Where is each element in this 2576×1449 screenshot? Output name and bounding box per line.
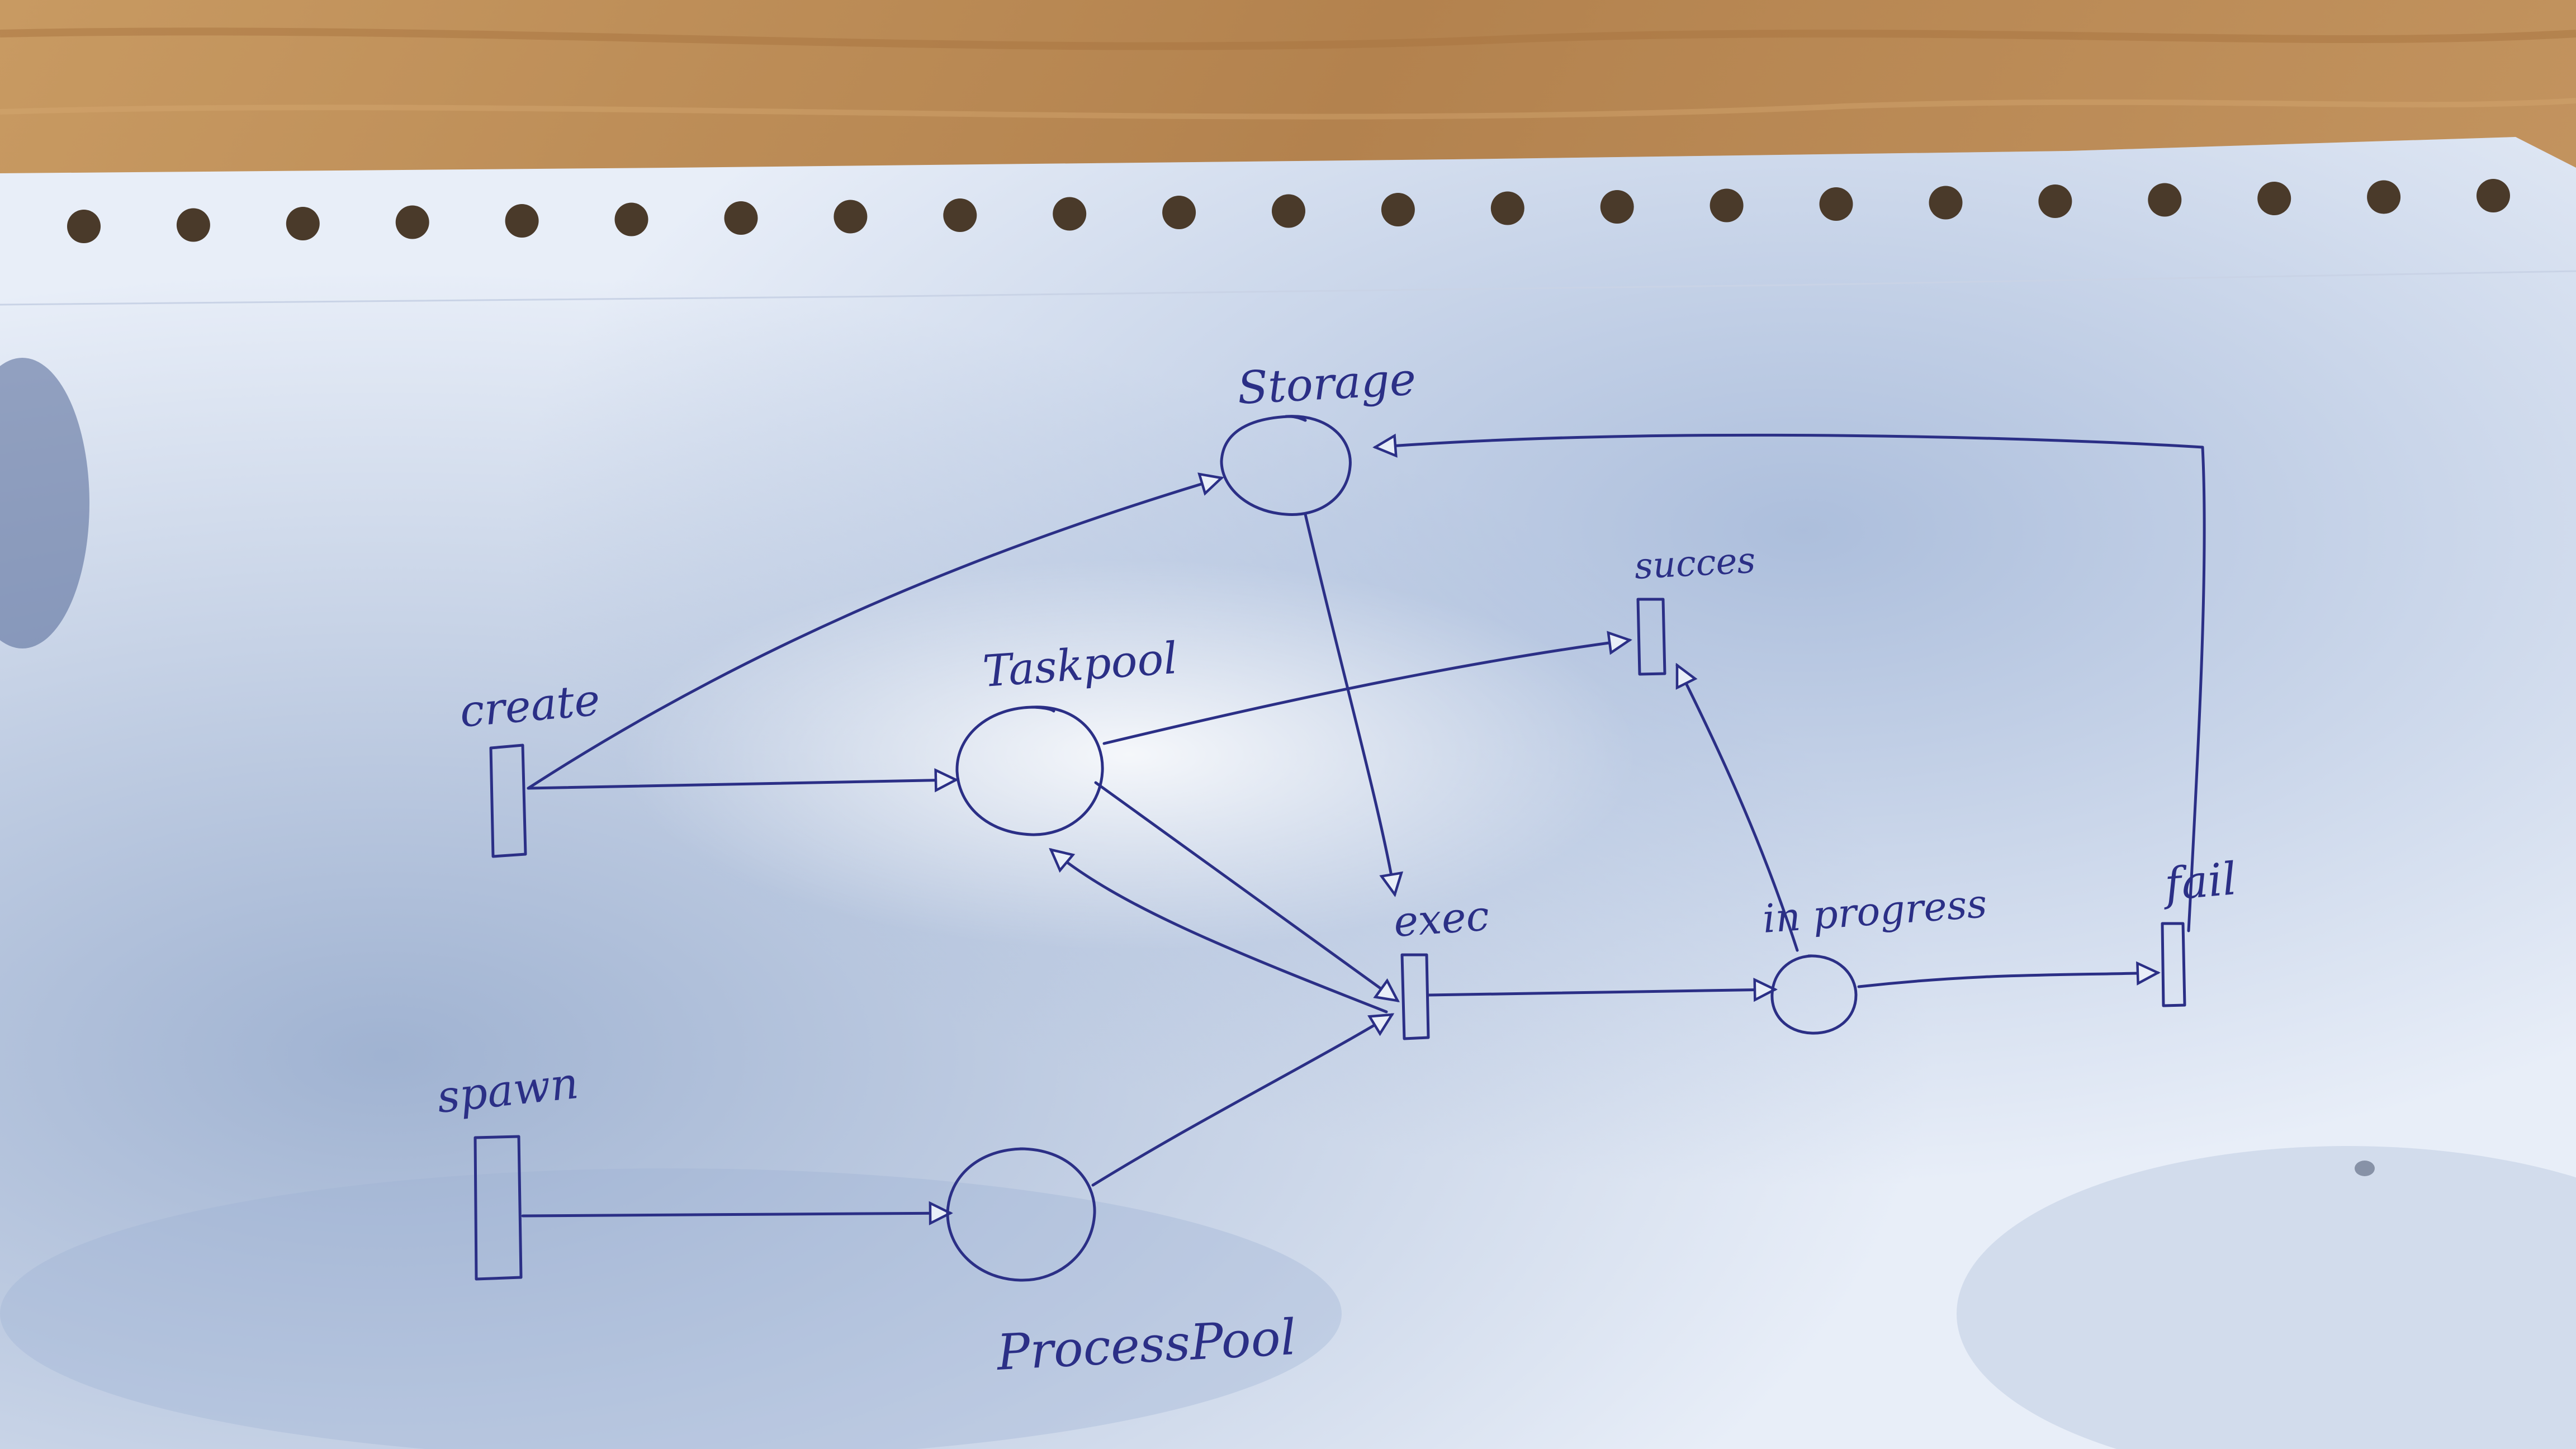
punch-hole <box>1162 196 1196 229</box>
punch-hole <box>943 198 977 232</box>
arc-processpool-to-exec <box>1091 1015 1392 1187</box>
arc-inprogress-to-fail <box>1857 973 2158 988</box>
punch-hole <box>1600 190 1634 224</box>
transition-fail <box>2161 922 2186 1007</box>
punch-hole <box>724 201 758 235</box>
punch-hole <box>1053 197 1087 231</box>
transition-exec <box>1400 953 1430 1040</box>
place-taskpool <box>955 705 1104 836</box>
arc-taskpool-to-success <box>1102 640 1630 745</box>
punch-hole <box>395 205 429 239</box>
arc-exec-to-inprogress <box>1427 989 1775 995</box>
labels: Storage Taskpool create spawn exec succe… <box>435 353 2239 1381</box>
label-fail: fail <box>2160 853 2239 911</box>
stray-mark <box>2355 1161 2375 1176</box>
place-processpool <box>946 1147 1096 1282</box>
punch-hole <box>2476 179 2510 212</box>
label-success: succes <box>1633 540 1756 588</box>
punch-hole <box>2257 182 2291 215</box>
punch-hole <box>67 210 101 243</box>
arc-inprogress-to-success <box>1675 665 1799 952</box>
place-in-progress <box>1770 954 1858 1035</box>
punch-hole <box>1819 187 1853 221</box>
punch-hole <box>1929 186 1963 220</box>
label-exec: exec <box>1392 892 1490 946</box>
punch-hole <box>1381 193 1415 226</box>
punch-hole <box>505 204 539 238</box>
punch-hole <box>286 207 320 240</box>
arc-create-to-storage <box>527 478 1221 790</box>
arc-storage-to-exec <box>1304 513 1395 894</box>
arcs <box>521 435 2206 1216</box>
punch-hole <box>176 208 210 242</box>
punch-hole <box>834 200 868 234</box>
transition-success <box>1636 598 1666 676</box>
punch-hole <box>614 202 648 236</box>
transition-create <box>489 744 527 858</box>
punch-hole <box>1490 191 1524 225</box>
arc-fail-to-storage <box>1375 435 2206 932</box>
punch-hole <box>1272 194 1305 228</box>
arc-exec-to-taskpool <box>1051 850 1388 1014</box>
places <box>946 415 1858 1282</box>
label-storage: Storage <box>1236 353 1417 414</box>
arc-taskpool-to-exec <box>1094 781 1398 1001</box>
paper-sheet <box>0 137 2576 1449</box>
arc-create-to-taskpool <box>527 780 956 788</box>
label-create: create <box>458 675 602 737</box>
punch-hole <box>2038 184 2072 218</box>
punch-holes <box>67 179 2510 243</box>
punch-hole <box>2148 183 2182 217</box>
punch-hole <box>1710 188 1744 222</box>
transition-spawn <box>473 1135 523 1281</box>
arc-spawn-to-processpool <box>521 1213 950 1216</box>
place-storage <box>1220 415 1352 516</box>
punch-hole <box>2367 180 2401 214</box>
transitions <box>473 598 2186 1281</box>
